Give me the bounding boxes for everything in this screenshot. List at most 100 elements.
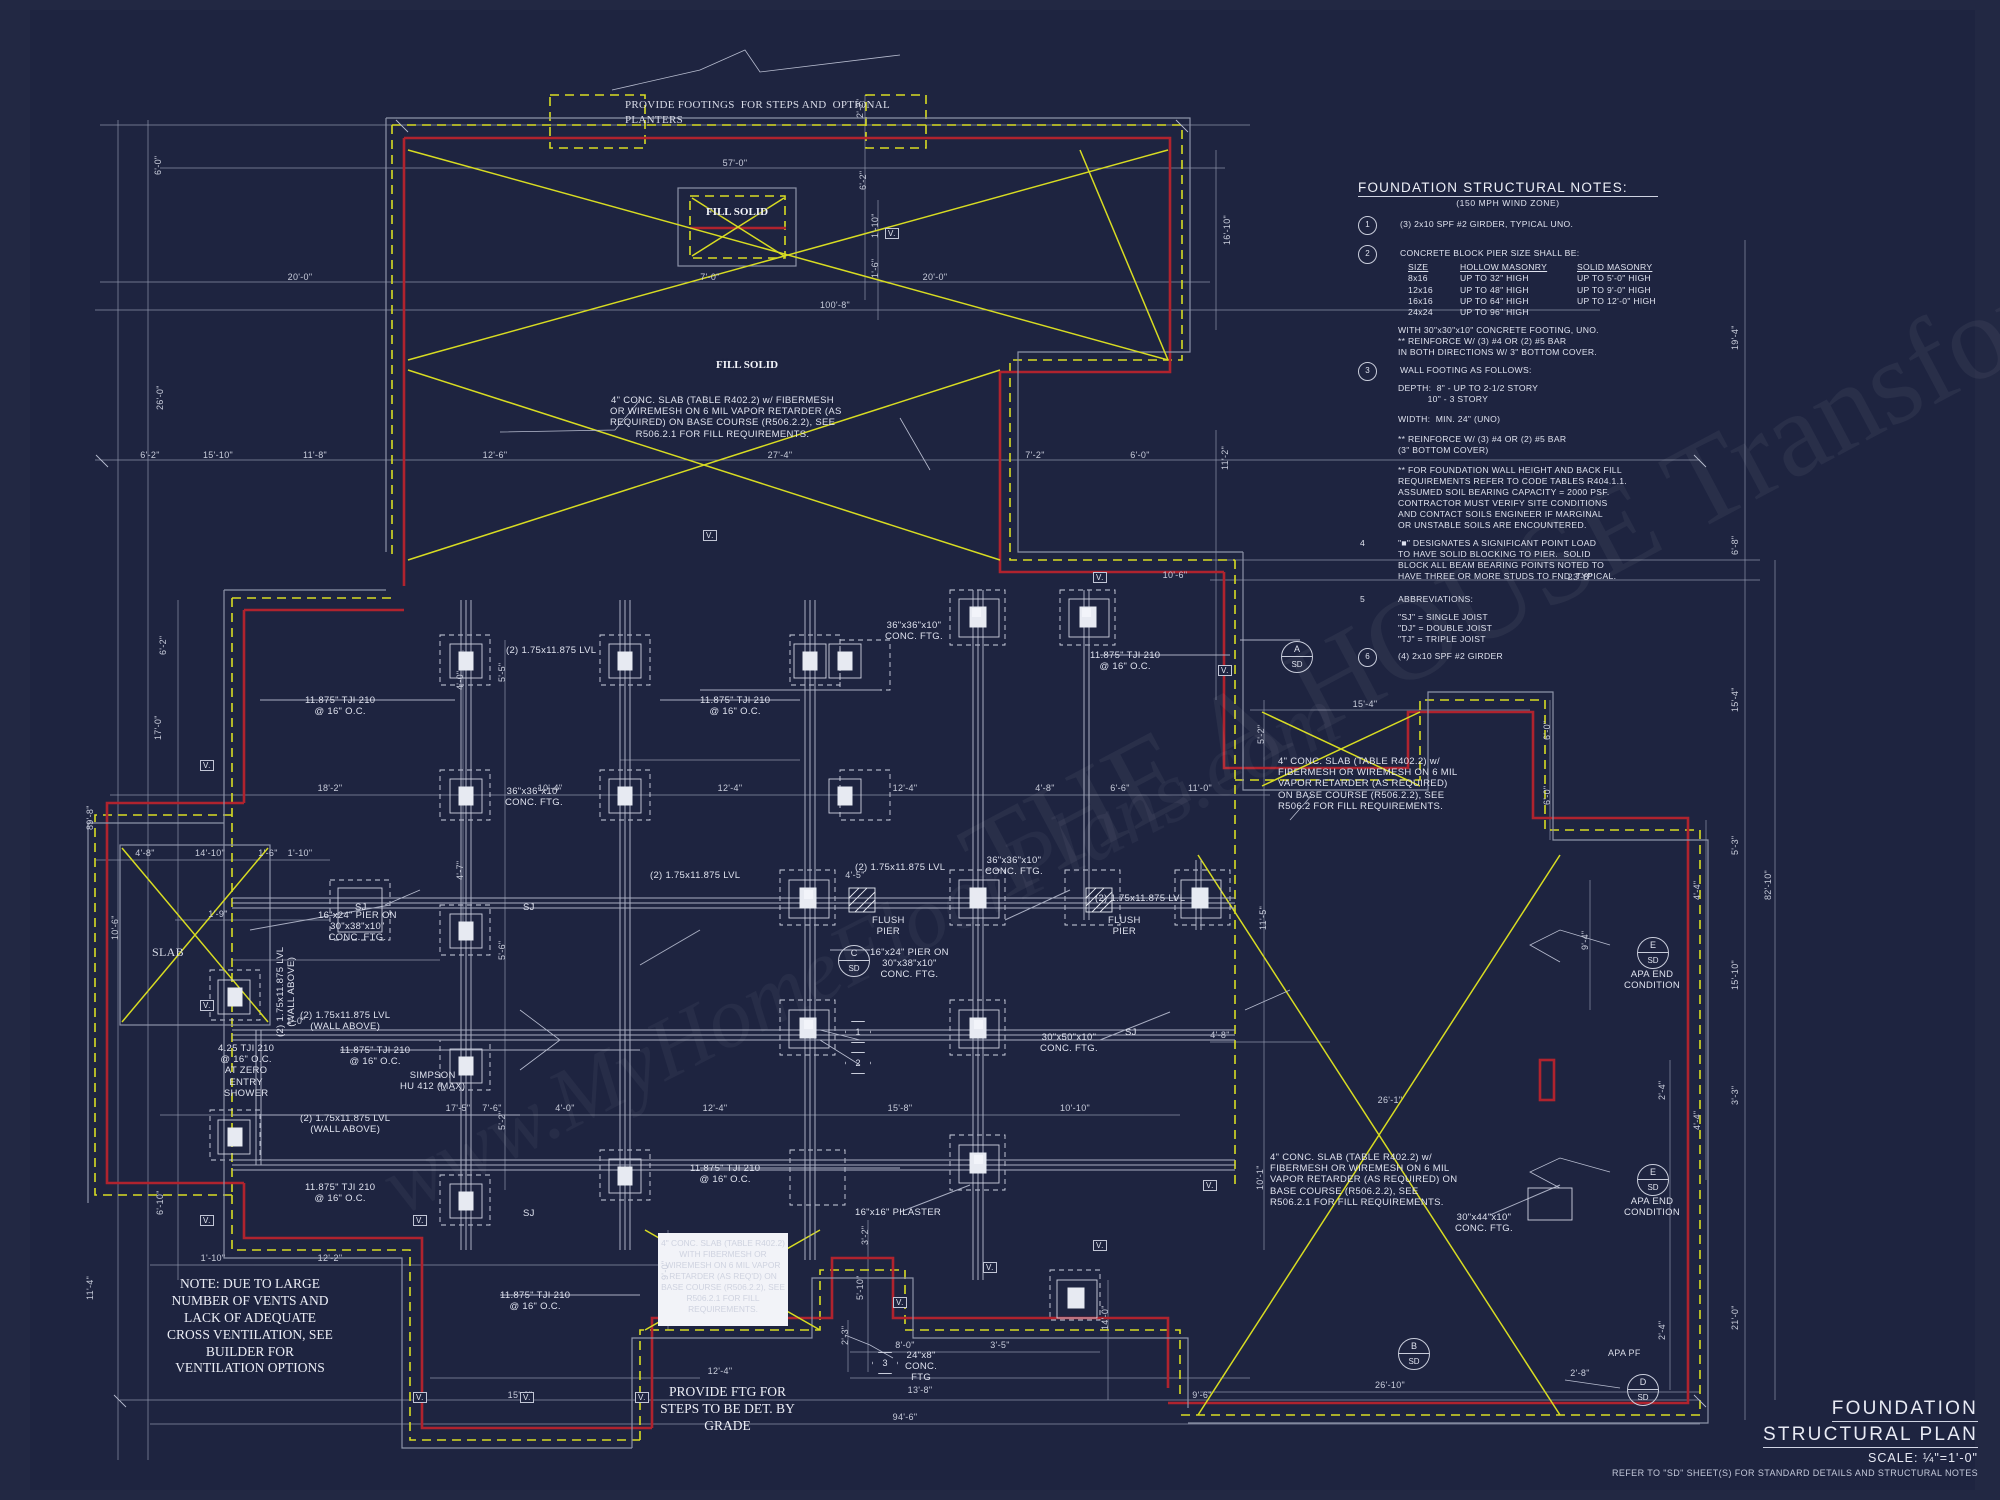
- dimension-text-vertical: 6'-0": [153, 155, 163, 175]
- dimension-text-horizontal: 3'-5": [990, 1340, 1010, 1350]
- detail-bubble[interactable]: E SD: [1637, 1164, 1669, 1196]
- wall-footing-l11: ASSUMED SOIL BEARING CAPACITY = 2000 PSF…: [1398, 487, 1610, 497]
- dimension-text-horizontal: 7'-0": [700, 272, 720, 282]
- dimension-text-horizontal: 6'-2": [140, 450, 160, 460]
- note-4-l3: BLOCK ALL BEAM BEARING POINTS NOTED TO: [1398, 560, 1605, 570]
- note-bubble-2: 2: [1358, 245, 1377, 264]
- dimension-text-vertical: 82'-10": [1763, 869, 1773, 900]
- title-block: FOUNDATION STRUCTURAL PLAN SCALE: ¼"=1'-…: [1612, 1398, 1978, 1478]
- member-label: (2) 1.75x11.875 LVL: [1095, 893, 1186, 904]
- dimension-text-horizontal: 17'-5": [445, 1103, 471, 1113]
- wall-footing-l2: 10" - 3 STORY: [1398, 394, 1489, 404]
- dimension-text-vertical: 2'-2": [855, 98, 865, 118]
- dimension-text-horizontal: 10'-6": [1162, 570, 1188, 580]
- notes-subtitle: (150 MPH WIND ZONE): [1456, 198, 1560, 208]
- detail-bubble-sheet: SD: [1408, 1357, 1420, 1366]
- dimension-text-vertical: 5'-10": [855, 1275, 865, 1300]
- dimension-text-vertical: 5'-2": [1256, 724, 1266, 744]
- dimension-text-horizontal: 23'-8": [1567, 572, 1593, 582]
- member-label: 36"x36"x10" CONC. FTG.: [505, 786, 563, 809]
- member-label: 30"x44"x10" CONC. FTG.: [1455, 1212, 1513, 1235]
- dimension-text-vertical: 9'-4": [1580, 930, 1590, 950]
- vent-marker: V.: [413, 1392, 427, 1403]
- dimension-text-vertical: 5'-6": [497, 940, 507, 960]
- dimension-text-horizontal: 6'-0": [1130, 450, 1150, 460]
- note-4-l4: HAVE THREE OR MORE STUDS TO FND. TYPICAL…: [1398, 571, 1617, 581]
- member-label: 30"x50"x10" CONC. FTG.: [1040, 1032, 1098, 1055]
- vent-marker: V.: [893, 1297, 907, 1308]
- slab-x-marks: [121, 149, 1561, 1416]
- dimension-text-horizontal: 4'-8": [135, 848, 155, 858]
- note-3-text: WALL FOOTING AS FOLLOWS:: [1400, 365, 1532, 375]
- dimension-text-horizontal: 12'-4": [702, 1103, 728, 1113]
- detail-bubble-sheet: SD: [1647, 1183, 1659, 1192]
- note-bubble-1: 1: [1358, 216, 1377, 235]
- detail-bubble-subtext: APA END CONDITION: [1623, 969, 1680, 992]
- dimension-text-horizontal: 15'-6": [508, 1390, 533, 1401]
- dimension-text-horizontal: 12'-2": [317, 1253, 343, 1263]
- member-label: 11.875" TJI 210 @ 16" O.C.: [500, 1290, 571, 1313]
- dimension-text-vertical: 4'-7": [455, 860, 465, 880]
- hex-note-number: 2: [855, 1058, 861, 1068]
- vent-marker: V.: [200, 760, 214, 771]
- member-label: 16"x24" PIER ON 30"x38"x10" CONC. FTG.: [870, 947, 949, 981]
- vent-marker: V.: [1093, 572, 1107, 583]
- pier-footer-2: ** REINFORCE W/ (3) #4 OR (2) #5 BAR: [1398, 336, 1567, 346]
- vent-marker: V.: [1093, 1240, 1107, 1251]
- detail-bubble-sheet: SD: [1637, 1393, 1649, 1402]
- dimension-text-vertical: 6'-0": [1542, 785, 1552, 805]
- dimension-text-vertical: 3'-3": [1730, 1085, 1740, 1105]
- member-label: 11.875" TJI 210 @ 16" O.C.: [700, 695, 771, 718]
- dimension-text-vertical: 11'-4": [85, 1275, 95, 1300]
- hex-note-number: 3: [882, 1358, 888, 1368]
- dimension-text-horizontal: 9'-6": [1192, 1390, 1212, 1400]
- vent-marker: V.: [1203, 1180, 1217, 1191]
- member-label: 36"x36"x10" CONC. FTG.: [885, 620, 943, 643]
- dimension-text-horizontal: 26'-1": [1377, 1095, 1403, 1105]
- dimension-text-horizontal: 4'-0": [555, 1103, 575, 1113]
- fill-solid-label-mid: FILL SOLID: [715, 359, 779, 371]
- dimension-text-horizontal: 1'-6": [258, 848, 278, 858]
- dimension-text-vertical: 9'-0": [660, 1260, 670, 1280]
- dimension-text-horizontal: 12'-4": [707, 1366, 733, 1376]
- member-label: SIMPSON HU 412 (MAX): [400, 1070, 466, 1093]
- detail-bubble-top: E: [1638, 938, 1668, 953]
- vent-marker: V.: [983, 1262, 997, 1273]
- member-label: 11.875" TJI 210 @ 16" O.C.: [305, 1182, 376, 1205]
- abbrev-dj: "DJ" = DOUBLE JOIST: [1398, 623, 1493, 633]
- dimension-text-horizontal: 15'-8": [887, 1103, 913, 1113]
- hex-note-marker[interactable]: 2: [845, 1052, 871, 1074]
- member-label: 24"x8" CONC. FTG: [905, 1350, 938, 1384]
- dimension-text-vertical: 3'-2": [860, 1225, 870, 1245]
- dimension-text-vertical: 17'-0": [153, 715, 163, 740]
- dimension-text-vertical: 10'-6": [110, 915, 120, 940]
- abbrev-sj: "SJ" = SINGLE JOIST: [1398, 612, 1488, 622]
- hex-note-marker[interactable]: 1: [845, 1021, 871, 1043]
- wall-footing-l9: ** FOR FOUNDATION WALL HEIGHT AND BACK F…: [1398, 465, 1622, 475]
- concrete-wall-outline: [87, 117, 1709, 1449]
- callout-slab-right-upper: 4" CONC. SLAB (TABLE R402.2) w/ FIBERMES…: [1278, 756, 1458, 812]
- dimension-text-horizontal: 7'-6": [482, 1103, 502, 1113]
- callout-steps-planters: PROVIDE FOOTINGS FOR STEPS AND OPTIONAL …: [625, 99, 891, 126]
- dimension-text-vertical: 4'-0": [455, 670, 465, 690]
- member-label: (2) 1.75x11.875 LVL: [506, 645, 597, 656]
- dimension-text-vertical: 10'-1": [1255, 1165, 1265, 1190]
- dimension-text-horizontal: 26'-10": [1374, 1380, 1406, 1390]
- dimension-text-vertical: 5'-5": [497, 662, 507, 682]
- detail-bubble-top: E: [1638, 1165, 1668, 1180]
- dimension-text-horizontal: 11'-0": [1187, 783, 1213, 793]
- dimension-text-horizontal: 4'-8": [1210, 1030, 1230, 1040]
- dimension-text-horizontal: 1'-0": [286, 1016, 306, 1026]
- leader-lines: [384, 49, 1621, 1389]
- note-bubble-3: 3: [1358, 362, 1377, 381]
- hex-note-marker[interactable]: 3: [872, 1352, 898, 1374]
- dimension-text-vertical: 11'-2": [1220, 445, 1230, 470]
- member-label: FLUSH PIER: [872, 915, 905, 938]
- note-1-text: (3) 2x10 SPF #2 GIRDER, TYPICAL UNO.: [1400, 219, 1574, 229]
